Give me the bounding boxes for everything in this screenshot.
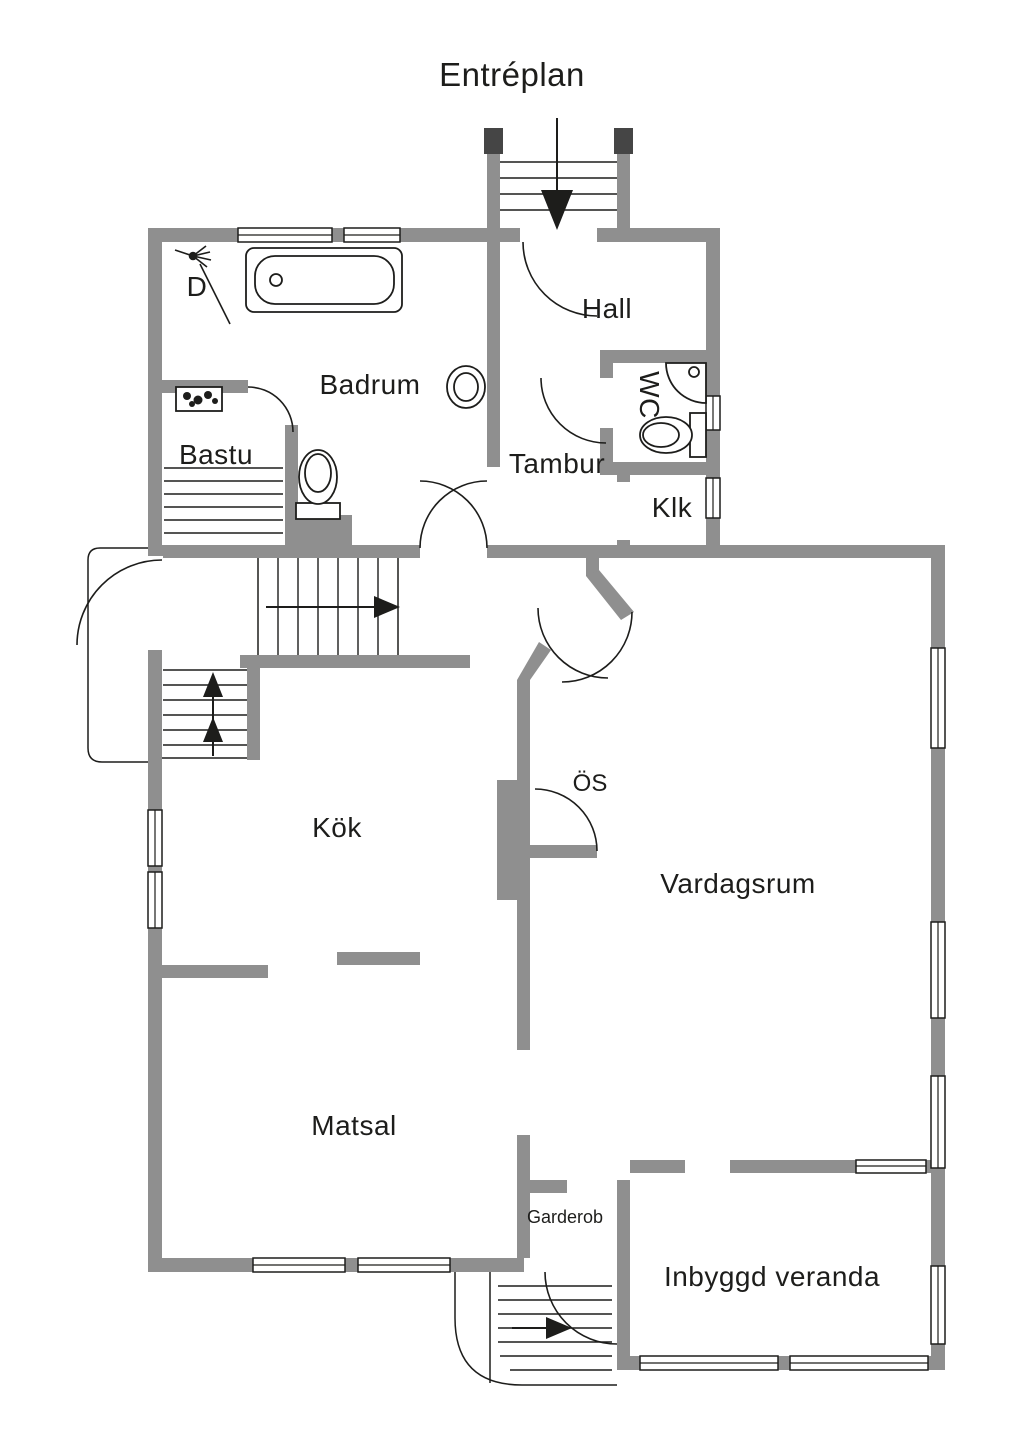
wall-left-main [148, 242, 162, 1258]
vardagsrum-door-arc [537, 607, 609, 679]
exterior-left-door-arc [76, 559, 163, 646]
wall-fireplace [497, 780, 530, 900]
basement-arrow-head [203, 672, 223, 697]
wall-jog-diagonal-lower [517, 642, 551, 680]
wall-klk-left-upper [617, 462, 630, 482]
shower-hose [199, 263, 231, 325]
windows [147, 227, 946, 1371]
label-veranda: Inbyggd veranda [664, 1261, 880, 1292]
sauna-stone [212, 398, 218, 404]
thin-outlines [87, 547, 617, 1386]
wall-central-lower [517, 965, 530, 1050]
labels: Entréplan Hall Badrum D Bastu Tambur WC … [179, 56, 880, 1292]
wc-sink-faucet [688, 366, 700, 378]
sauna-stone [204, 391, 212, 399]
wall-kok-matsal-right [337, 952, 420, 965]
wc-door-arc [540, 377, 607, 444]
entry-post-left [484, 128, 503, 154]
entry-arrow-head [541, 190, 573, 230]
gap-left-exterior-door [147, 556, 163, 650]
wall-fireplace-stub [530, 845, 597, 858]
wall-top-extension [720, 545, 945, 558]
sauna-stones [183, 391, 218, 407]
walls [148, 150, 945, 1370]
label-badrum: Badrum [319, 369, 420, 400]
wall-entry-right [617, 150, 630, 228]
wall-badrum-tambur [487, 242, 500, 467]
gap-badrum-door [486, 467, 501, 545]
wall-wc-left-lower [600, 428, 613, 462]
label-wc: WC [634, 371, 665, 419]
wall-veranda-left [617, 1258, 630, 1370]
shower [174, 245, 231, 325]
toilet-tank [295, 502, 341, 520]
wc-toilet-bowl-inner [642, 422, 680, 448]
wall-tambur-bottom [487, 545, 620, 558]
badrum-door-arc [419, 480, 488, 549]
entry-post-right [614, 128, 633, 154]
bottom-stair-arrow-head [546, 1317, 572, 1339]
label-os: ÖS [573, 770, 608, 797]
bathtub-inner [254, 255, 395, 305]
window-midlines [154, 234, 939, 1364]
wc-sink [665, 362, 707, 404]
hall-entry-door-arc [522, 241, 598, 317]
wall-jog-diagonal-upper [586, 570, 634, 620]
os-door-arc [534, 788, 598, 852]
wall-top-stub-right [597, 228, 617, 242]
wall-garderob-right [617, 1180, 630, 1258]
basement-arrow-head [203, 717, 223, 742]
label-kok: Kök [312, 812, 362, 843]
wall-entry-left [487, 150, 500, 228]
arrows [203, 118, 573, 1339]
wall-toilet-back [287, 515, 352, 545]
shower-head-icon [188, 251, 198, 261]
wall-garderob-left [517, 1135, 530, 1258]
wall-top-right [617, 228, 720, 242]
wall-small-stair-right [247, 655, 260, 760]
left-landing-outline [87, 547, 148, 763]
wall-wc-bottom [600, 462, 706, 475]
fixtures [175, 247, 707, 520]
entry-posts [484, 128, 633, 154]
bastu-door-arc [247, 386, 294, 433]
wall-central-upper [517, 680, 530, 780]
wall-mid-horizontal [148, 545, 420, 558]
main-stair-arrow-head [374, 596, 400, 618]
label-shower: D [187, 271, 208, 302]
wall-hall-wc [600, 350, 706, 363]
wall-garderob-top [517, 1180, 567, 1193]
sauna-stone [183, 392, 191, 400]
label-tambur: Tambur [509, 448, 605, 479]
page-title: Entréplan [439, 56, 585, 93]
wall-top-stub-left [500, 228, 520, 242]
wall-klk-bottom [617, 545, 720, 558]
label-matsal: Matsal [311, 1110, 396, 1141]
wall-central-mid [517, 900, 530, 965]
label-vardagsrum: Vardagsrum [660, 868, 815, 899]
vardagsrum-door-arc [561, 611, 633, 683]
label-klk: Klk [652, 492, 693, 523]
door-gaps [147, 467, 501, 650]
label-hall: Hall [582, 293, 632, 324]
bottom-stair-outline [454, 1272, 617, 1386]
toilet-bowl-inner [304, 453, 332, 493]
wall-veranda-top-a [630, 1160, 685, 1173]
wall-kok-matsal-left [162, 965, 268, 978]
label-garderob: Garderob [527, 1207, 603, 1227]
wall-wc-left-upper [600, 363, 613, 378]
badrum-door-arc [419, 480, 488, 549]
label-bastu: Bastu [179, 439, 253, 470]
sauna-stone [189, 401, 195, 407]
sauna-benches [164, 467, 283, 534]
wall-stairs-bottom [240, 655, 470, 668]
bathtub-drain [269, 273, 283, 287]
washbasin-inner [453, 372, 479, 402]
sauna-stone [193, 395, 203, 405]
